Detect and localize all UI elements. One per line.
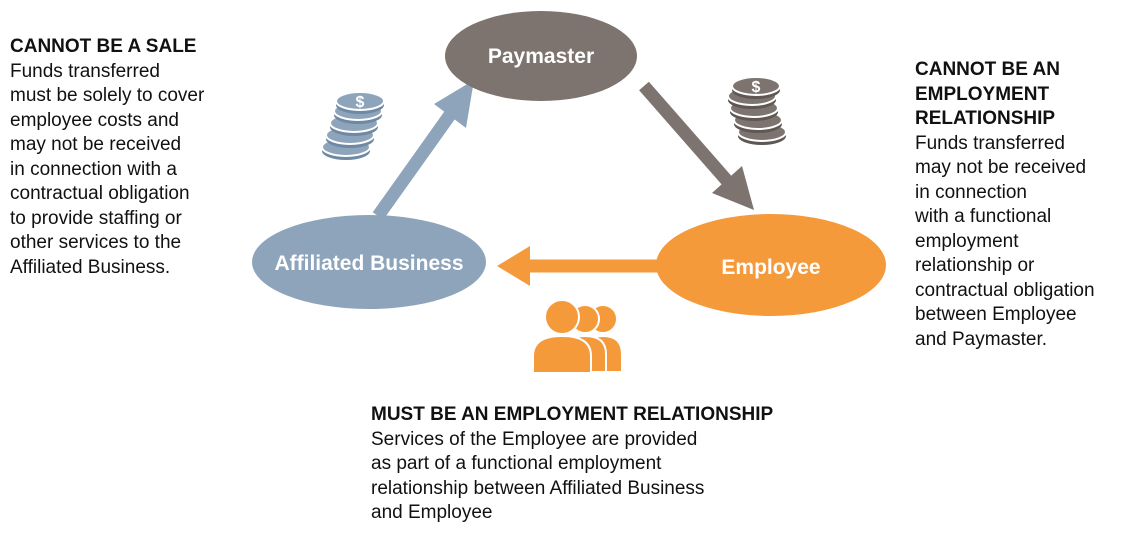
node-label-paymaster: Paymaster (488, 45, 594, 68)
node-label-affiliated-business: Affiliated Business (274, 252, 463, 275)
arrow-affiliated-to-paymaster (372, 80, 474, 220)
node-paymaster: Paymaster (445, 11, 637, 101)
node-employee: Employee (656, 214, 886, 316)
right-note: CANNOT BE AN EMPLOYMENT RELATIONSHIP Fun… (915, 58, 1140, 352)
left-note: CANNOT BE A SALE Funds transferred must … (10, 35, 260, 280)
right-note-body: Funds transferred may not be received in… (915, 132, 1095, 350)
left-note-heading: CANNOT BE A SALE (10, 36, 197, 57)
svg-text:$: $ (752, 79, 761, 96)
node-label-employee: Employee (721, 256, 820, 279)
dollar-coins-icon: $ (321, 91, 385, 161)
node-affiliated-business: Affiliated Business (252, 215, 486, 309)
people-icon (532, 299, 623, 374)
left-note-body: Funds transferred must be solely to cove… (10, 60, 205, 278)
bottom-note-heading: MUST BE AN EMPLOYMENT RELATIONSHIP (371, 404, 774, 425)
svg-text:$: $ (356, 94, 365, 111)
bottom-note-body: Services of the Employee are provided as… (371, 428, 705, 524)
arrow-employee-to-affiliated (497, 246, 658, 286)
right-note-heading: CANNOT BE AN EMPLOYMENT RELATIONSHIP (915, 59, 1060, 129)
bottom-note: MUST BE AN EMPLOYMENT RELATIONSHIP Servi… (371, 403, 791, 526)
arrow-paymaster-to-employee (639, 81, 754, 210)
dollar-coins-icon: $ (727, 76, 787, 146)
